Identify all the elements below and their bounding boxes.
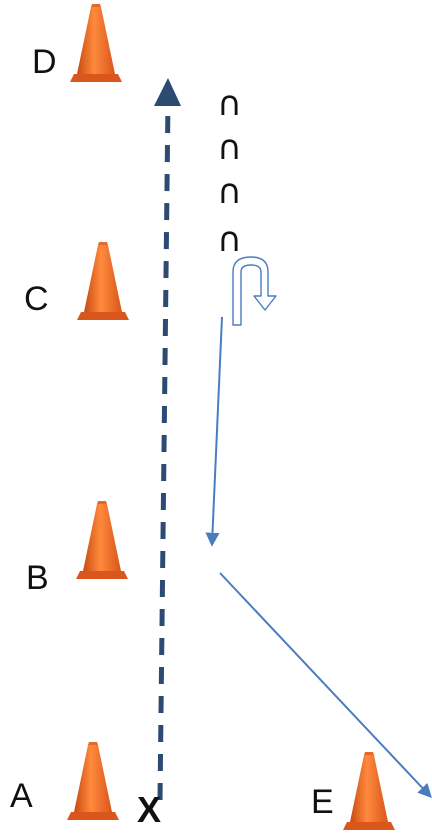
cone-c-icon — [77, 242, 129, 320]
cone-label-a: A — [10, 777, 33, 815]
cone-label-c: C — [24, 280, 49, 318]
cone-label-e: E — [311, 783, 334, 821]
hop-mark-4: ∩ — [217, 220, 242, 260]
cone-c — [77, 242, 129, 320]
sprint-arrowhead-icon — [154, 78, 181, 106]
cone-e — [343, 752, 395, 830]
cone-a-icon — [67, 742, 119, 820]
start-marker: X — [137, 789, 161, 830]
cone-d-icon — [70, 4, 122, 82]
dashed-sprint-path — [154, 78, 181, 801]
cone-d — [70, 4, 122, 82]
cone-b — [76, 501, 128, 579]
cone-label-d: D — [32, 43, 57, 81]
hop-mark-1: ∩ — [217, 84, 242, 124]
u-turn-icon — [232, 256, 277, 326]
cone-b-icon — [76, 501, 128, 579]
hop-mark-2: ∩ — [217, 128, 242, 168]
cone-label-b: B — [26, 559, 49, 597]
cone-e-icon — [343, 752, 395, 830]
run-path-down — [205, 316, 223, 547]
cone-a — [67, 742, 119, 820]
hop-mark-3: ∩ — [217, 172, 242, 212]
run-path-diagonal — [219, 572, 432, 799]
